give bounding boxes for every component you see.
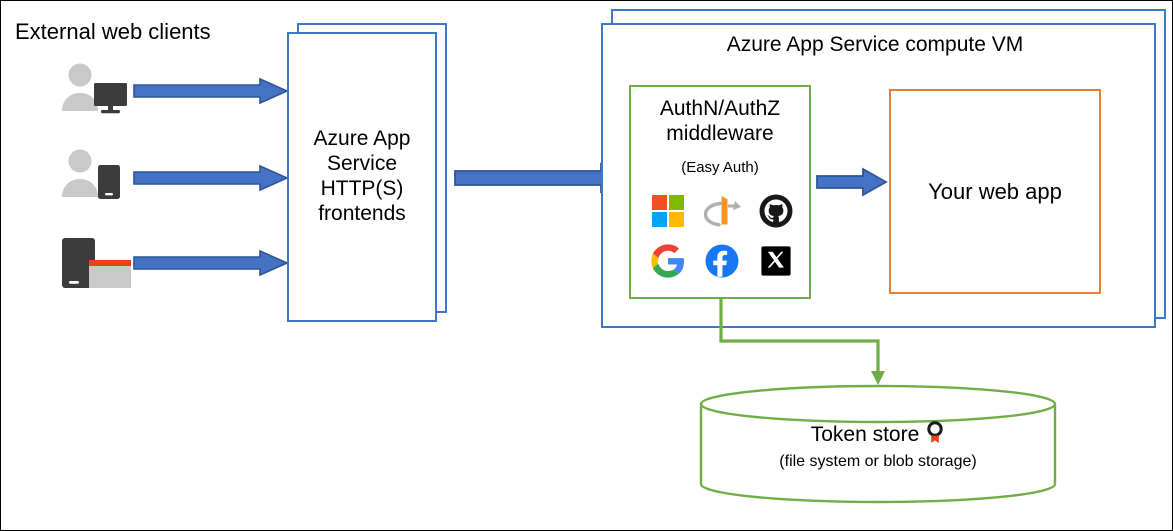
person-with-phone-icon [62,149,120,199]
github-icon[interactable] [756,191,796,231]
arrow-client-2-to-frontends [133,164,289,192]
middleware-title-line-2: middleware [666,121,774,145]
openid-connect-icon[interactable] [702,191,742,231]
token-store-title: Token store [810,423,920,446]
client-device-pair [56,236,136,290]
arrow-client-3-to-frontends [133,249,289,277]
connector-middleware-to-token-store [719,297,885,385]
frontends-line-1: Azure App [313,127,411,151]
webapp-label: Your web app [928,178,1062,204]
frontends-label: Azure App Service HTTP(S) frontends [314,127,411,226]
clients-heading: External web clients [15,19,211,44]
middleware-title-line-1: AuthN/AuthZ [659,97,781,120]
microsoft-icon[interactable] [648,191,688,231]
award-badge-icon [925,421,945,451]
webapp-box[interactable]: Your web app [889,89,1101,294]
token-store-text: Token store (file system or blob storage… [699,421,1057,472]
identity-provider-grid [641,191,803,281]
cylinder-shape [699,384,1057,504]
frontends-box[interactable]: Azure App Service HTTP(S) frontends [287,32,437,322]
token-store-subtitle: (file system or blob storage) [779,452,977,470]
middleware-box[interactable]: AuthN/AuthZ middleware (Easy Auth) [629,85,811,299]
frontends-line-2: Service [326,152,398,176]
frontends-line-3: HTTP(S) [320,177,404,200]
x-twitter-icon[interactable] [756,241,796,281]
facebook-icon[interactable] [702,241,742,281]
middleware-title: AuthN/AuthZ middleware [631,97,809,147]
frontends-line-4: frontends [318,201,406,225]
client-desktop-user [56,63,136,115]
phone-and-tablet-icon [62,238,131,288]
middleware-subtitle: (Easy Auth) [681,159,759,176]
client-mobile-user [56,149,136,201]
token-store[interactable]: Token store (file system or blob storage… [699,383,1057,505]
google-icon[interactable] [648,241,688,281]
arrow-client-1-to-frontends [133,77,289,105]
arrow-middleware-to-webapp [816,167,888,197]
person-with-monitor-icon [62,63,127,114]
vm-heading: Azure App Service compute VM [726,33,1024,56]
